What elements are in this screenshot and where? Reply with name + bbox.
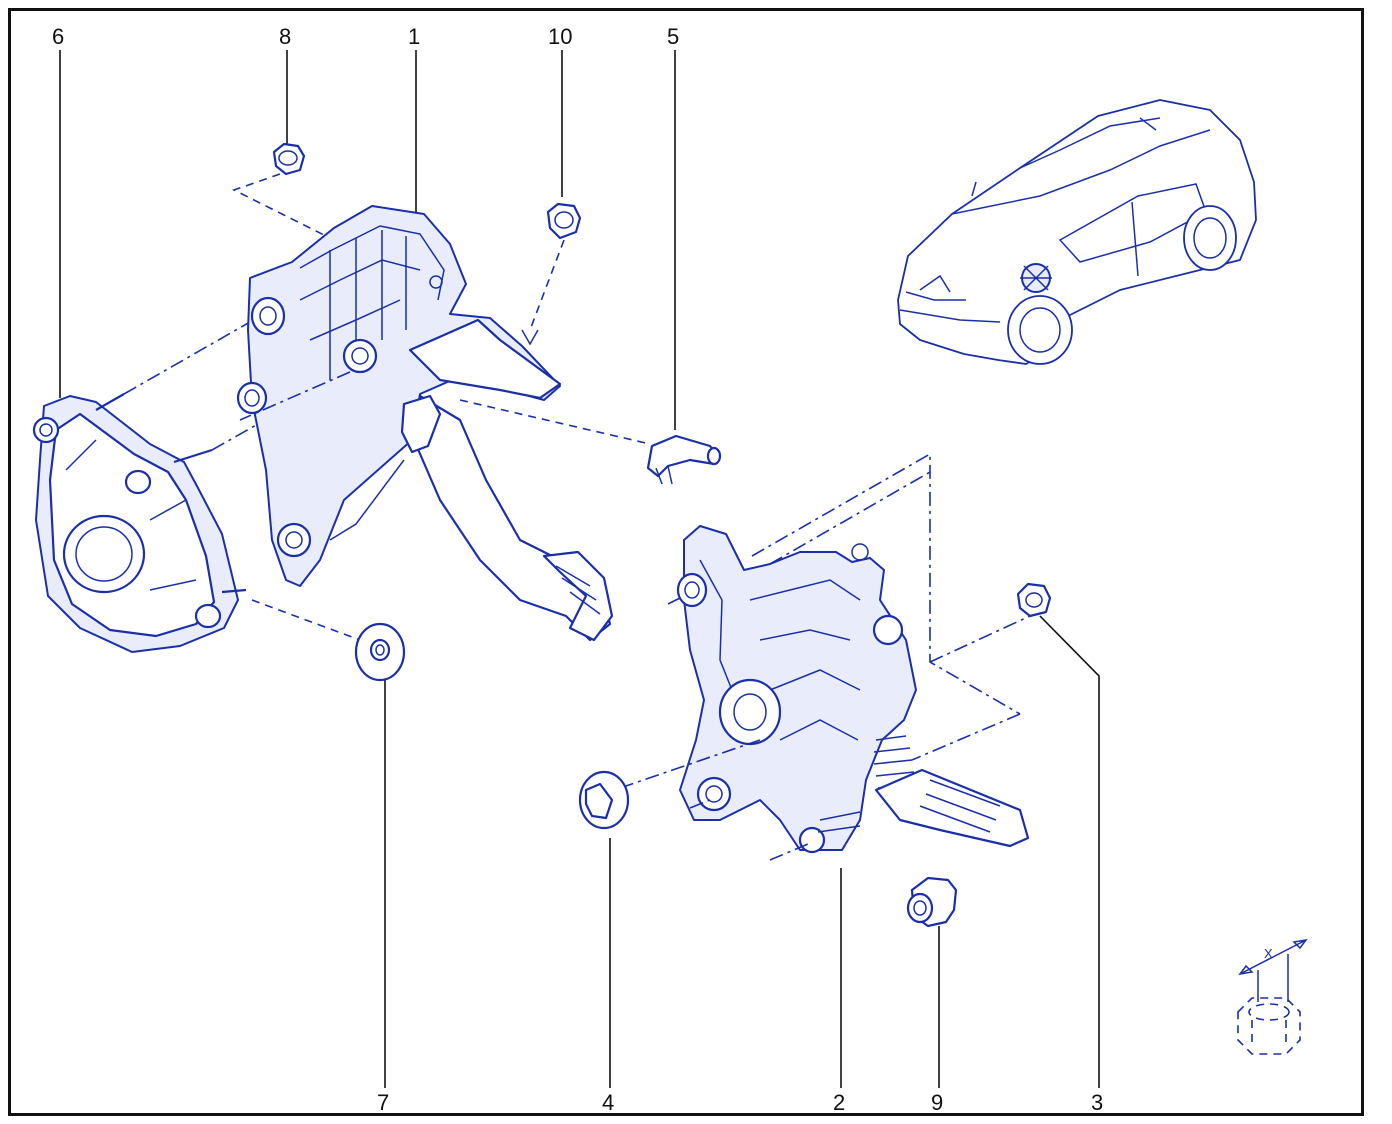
clip-5 <box>646 434 722 485</box>
bumper-9 <box>906 876 958 928</box>
nut-dimension-detail: X <box>1237 938 1308 1055</box>
pedal-box-2 <box>619 452 1031 861</box>
callout-3-leader <box>1039 615 1100 1088</box>
callout-5: 5 <box>667 24 679 430</box>
callout-4: 4 <box>602 838 614 1115</box>
bulkhead-flange-6 <box>32 321 361 653</box>
grommet-7 <box>354 622 406 682</box>
callout-6-label: 6 <box>52 24 64 49</box>
pedal-box-1 <box>236 205 651 642</box>
callout-4-label: 4 <box>602 1090 614 1115</box>
callout-2-label: 2 <box>833 1090 845 1115</box>
callout-6: 6 <box>52 24 64 398</box>
nut-10 <box>521 202 582 346</box>
callout-1-label: 1 <box>408 24 420 49</box>
callout-8: 8 <box>279 24 291 145</box>
callout-3: 3 <box>1039 615 1103 1115</box>
callout-3-label: 3 <box>1091 1090 1103 1115</box>
nut-3 <box>1016 582 1052 618</box>
callout-10: 10 <box>548 24 572 197</box>
callout-9-label: 9 <box>931 1090 943 1115</box>
dimension-x-label: X <box>1264 946 1273 961</box>
nut-8 <box>231 142 331 239</box>
callout-2: 2 <box>833 868 845 1115</box>
callout-10-label: 10 <box>548 24 572 49</box>
callout-7-label: 7 <box>377 1090 389 1115</box>
clip-4 <box>578 770 630 830</box>
callout-8-label: 8 <box>279 24 291 49</box>
callout-5-label: 5 <box>667 24 679 49</box>
callout-1: 1 <box>408 24 420 222</box>
callout-7: 7 <box>377 680 389 1115</box>
vehicle-locator-image <box>897 99 1257 365</box>
callout-9: 9 <box>931 926 943 1115</box>
